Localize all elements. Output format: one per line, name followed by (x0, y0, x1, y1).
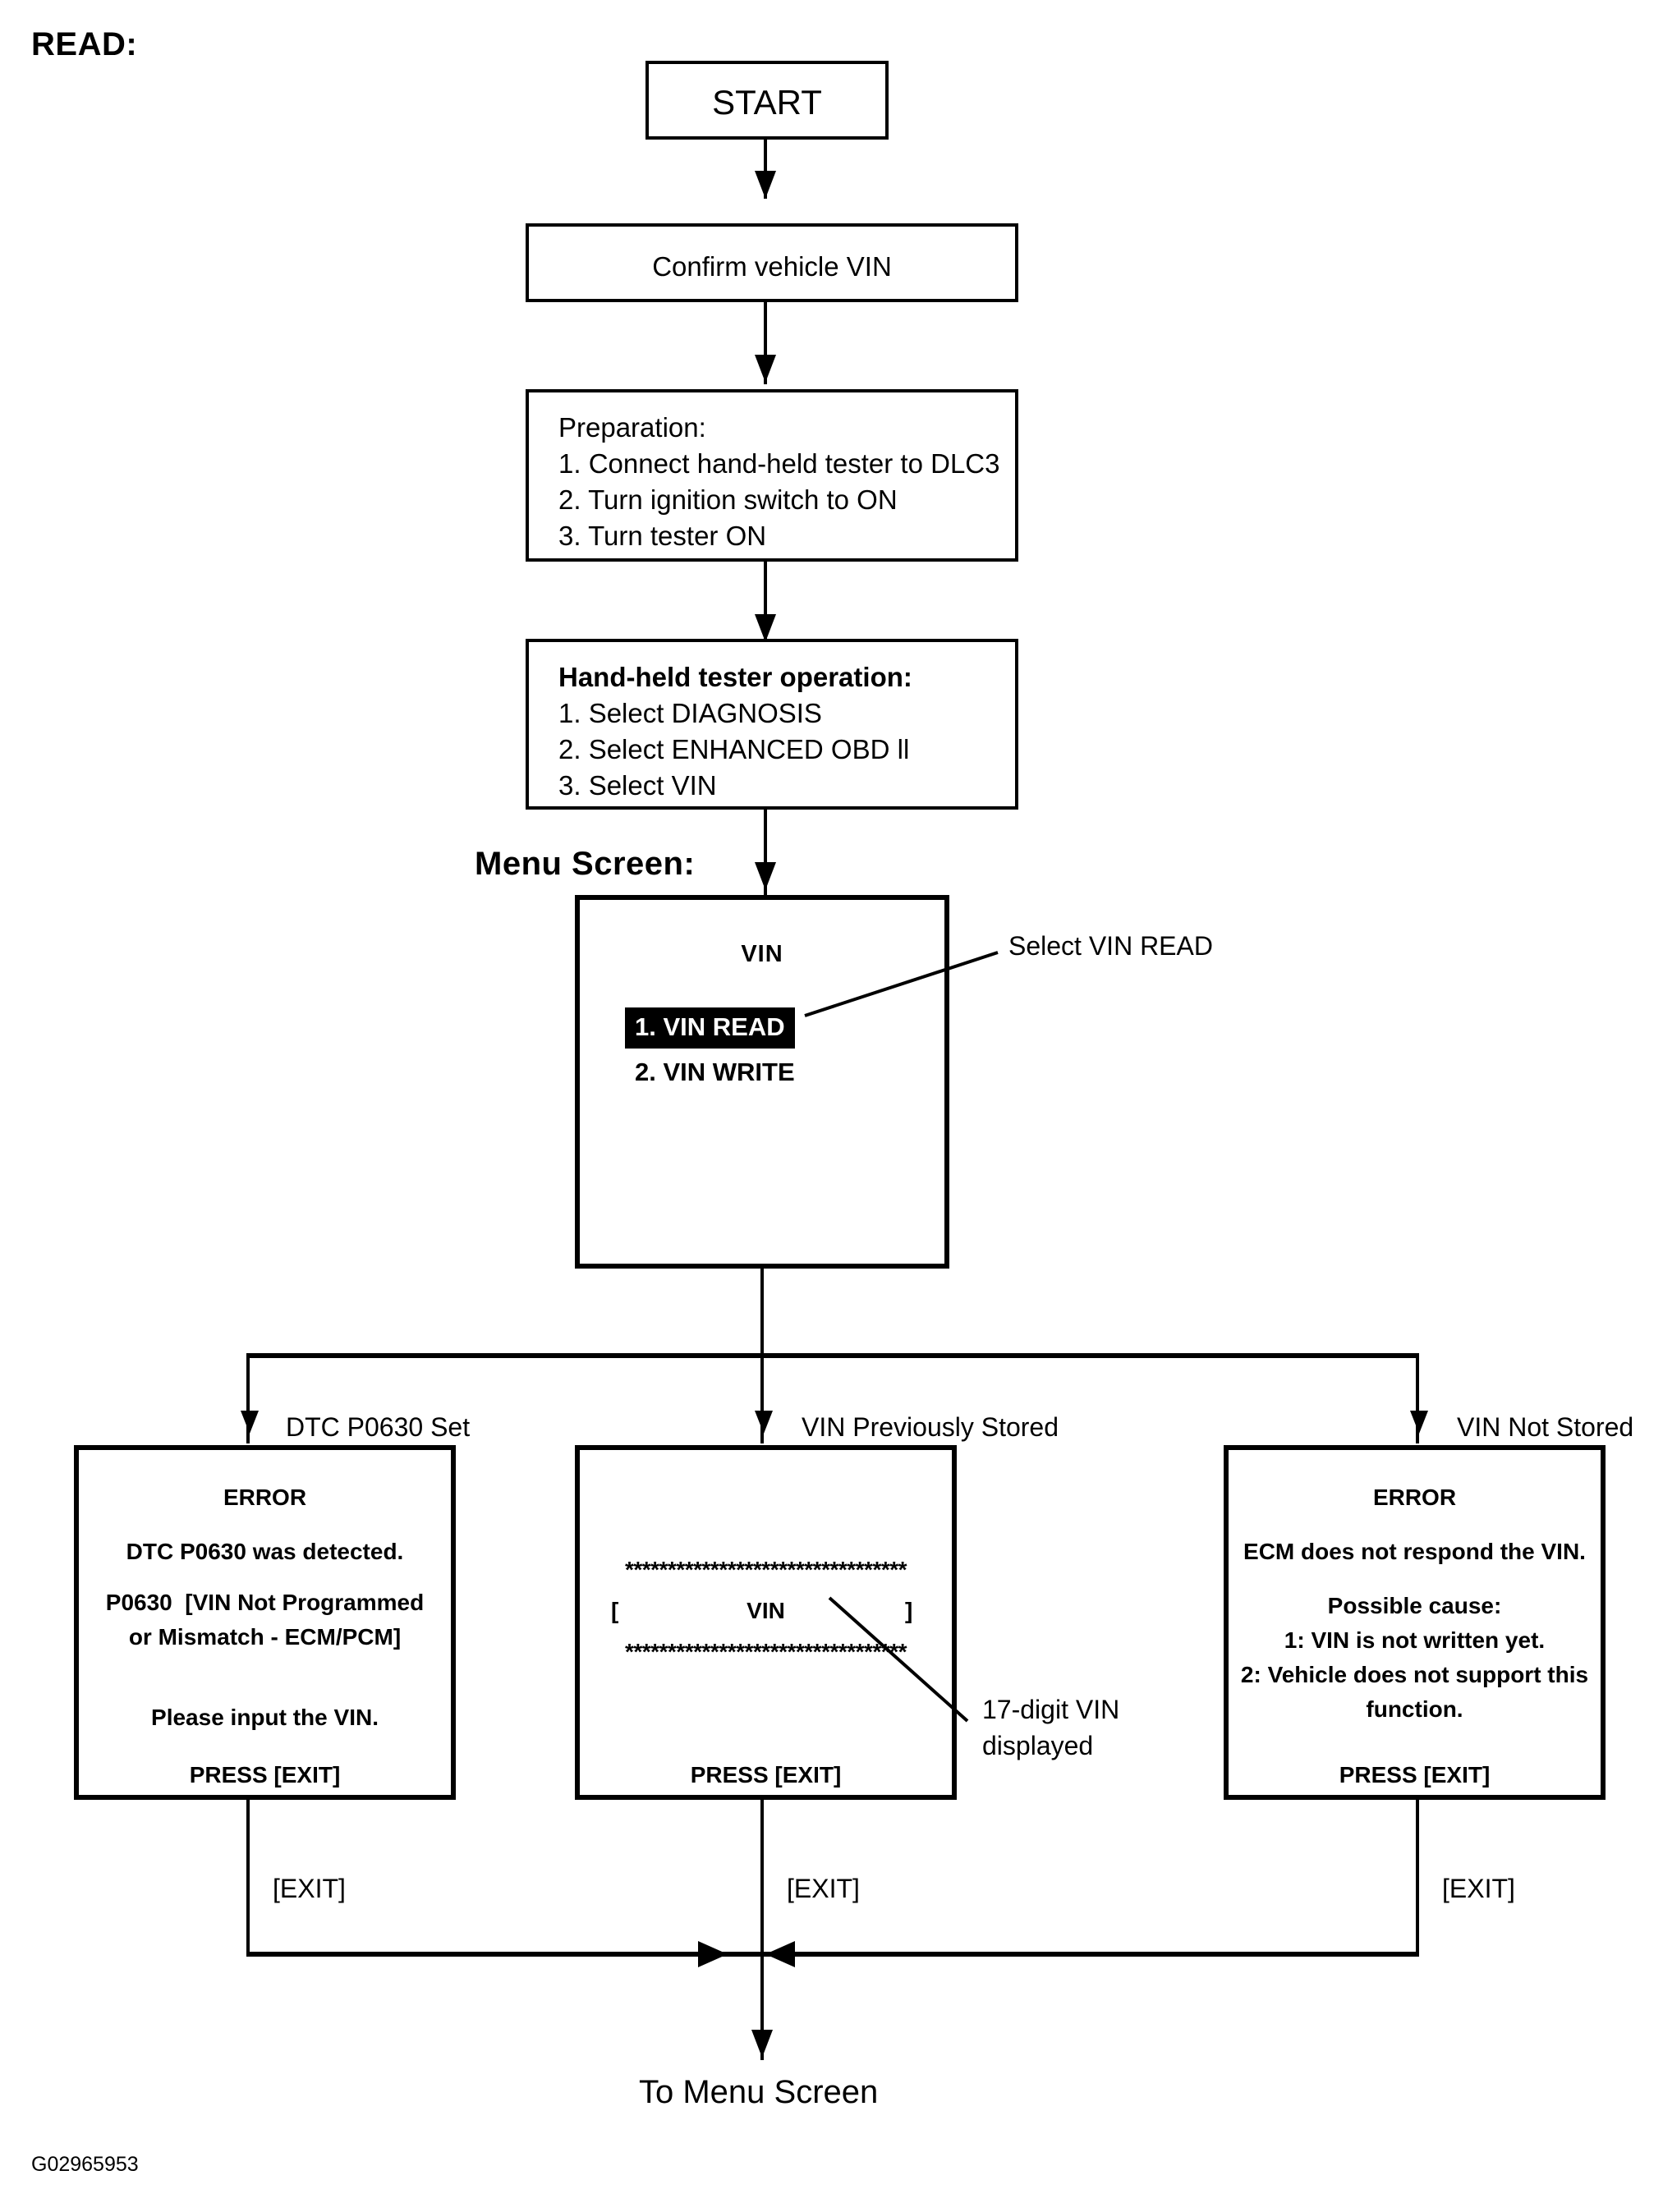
start-label: START (712, 83, 822, 122)
dtc-set-line-2: P0630 [VIN Not Programmed (105, 1590, 425, 1615)
vin-not-stored-footer: PRESS [EXIT] (1339, 1762, 1491, 1787)
dtc-set-footer: PRESS [EXIT] (189, 1762, 341, 1787)
preparation-box: Preparation: 1. Connect hand-held tester… (526, 389, 1018, 562)
vin-not-stored-title: ERROR (1372, 1485, 1457, 1510)
exit-label-middle: [EXIT] (787, 1874, 860, 1903)
vin-stored-vin-label: VIN (747, 1598, 785, 1623)
tester-operation-step-3: 3. Select VIN (558, 770, 717, 801)
tester-operation-heading: Hand-held tester operation: (558, 662, 912, 692)
arrow-head-branch-right (1410, 1411, 1428, 1434)
preparation-step-1: 1. Connect hand-held tester to DLC3 (558, 448, 1000, 479)
branch-label-dtc-p0630-set: DTC P0630 Set (286, 1412, 471, 1442)
connector-branch-right (1416, 1353, 1419, 1443)
figure-id: G02965953 (31, 2153, 139, 2176)
result-box-vin-stored: ********************************* [ VIN … (575, 1445, 957, 1800)
exit-label-left: [EXIT] (273, 1874, 346, 1903)
exit-merge-bar (246, 1952, 1419, 1957)
vin-stored-bracket-open: [ (611, 1598, 619, 1623)
preparation-step-2: 2. Turn ignition switch to ON (558, 484, 898, 515)
tester-operation-box: Hand-held tester operation: 1. Select DI… (526, 639, 1018, 810)
vin-not-stored-line-4: 2: Vehicle does not support this (1240, 1662, 1589, 1687)
branch-label-vin-previously-stored: VIN Previously Stored (802, 1412, 1059, 1442)
dtc-set-title: ERROR (223, 1485, 307, 1510)
vin-stored-footer: PRESS [EXIT] (690, 1762, 842, 1787)
vin-stored-bracket-close: ] (905, 1598, 913, 1623)
arrow-head-confirm-to-preparation (755, 355, 776, 383)
tester-operation-step-1: 1. Select DIAGNOSIS (558, 698, 822, 728)
connector-exit-left (246, 1800, 250, 1954)
exit-label-right: [EXIT] (1442, 1874, 1515, 1903)
menu-screen-box: VIN 1. VIN READ 2. VIN WRITE (575, 895, 949, 1269)
arrow-head-branch-middle (755, 1411, 773, 1434)
menu-screen-caption: Menu Screen: (475, 846, 696, 882)
connector-branch-left (246, 1353, 250, 1443)
arrow-head-merge-from-right (765, 1941, 795, 1967)
confirm-vin-label: Confirm vehicle VIN (652, 251, 892, 282)
menu-item-vin-read[interactable]: 1. VIN READ (625, 1007, 795, 1049)
arrow-head-start-to-confirm (755, 171, 776, 199)
branch-distribution-bar (246, 1353, 1419, 1358)
arrow-head-merge-from-left (698, 1941, 728, 1967)
dtc-set-line-4: Please input the VIN. (151, 1705, 379, 1730)
arrow-head-tester-to-menu (755, 862, 776, 890)
callout-17-digit-vin-line1: 17-digit VIN (982, 1695, 1120, 1724)
callout-17-digit-vin-line2: displayed (982, 1731, 1094, 1760)
connector-preparation-to-tester (764, 562, 767, 644)
menu-screen-title: VIN (741, 941, 783, 967)
result-box-dtc-set: ERROR DTC P0630 was detected. P0630 [VIN… (74, 1445, 456, 1800)
preparation-step-3: 3. Turn tester ON (558, 521, 767, 551)
page-title: READ: (31, 26, 138, 62)
vin-not-stored-line-3: 1: VIN is not written yet. (1284, 1627, 1546, 1653)
connector-branch-middle (760, 1353, 764, 1443)
arrow-head-to-menu-screen (751, 2030, 773, 2058)
vin-not-stored-line-2: Possible cause: (1327, 1593, 1502, 1618)
vin-stored-stars-top: ********************************* (624, 1557, 907, 1582)
menu-item-vin-write[interactable]: 2. VIN WRITE (635, 1058, 795, 1086)
tester-operation-step-2: 2. Select ENHANCED OBD ll (558, 734, 910, 764)
confirm-vin-box: Confirm vehicle VIN (526, 223, 1018, 302)
start-box: START (645, 61, 889, 140)
connector-start-to-confirm (764, 140, 767, 199)
vin-not-stored-line-5: function. (1366, 1696, 1463, 1722)
dtc-set-line-3: or Mismatch - ECM/PCM] (128, 1624, 402, 1650)
vin-stored-stars-bottom: ********************************* (624, 1639, 907, 1664)
preparation-heading: Preparation: (558, 412, 706, 443)
dtc-set-line-1: DTC P0630 was detected. (126, 1539, 404, 1564)
connector-exit-middle (760, 1800, 764, 1954)
connector-merge-to-menu-screen (760, 1952, 764, 2060)
arrow-head-branch-left (241, 1411, 259, 1434)
connector-menu-to-split (760, 1269, 764, 1355)
callout-select-vin-read: Select VIN READ (1008, 931, 1213, 961)
arrow-head-preparation-to-tester (755, 614, 776, 642)
branch-label-vin-not-stored: VIN Not Stored (1457, 1412, 1634, 1442)
to-menu-screen-label: To Menu Screen (639, 2074, 879, 2110)
connector-tester-to-menu (764, 810, 767, 895)
vin-not-stored-line-1: ECM does not respond the VIN. (1243, 1539, 1586, 1564)
connector-confirm-to-preparation (764, 302, 767, 384)
result-box-vin-not-stored: ERROR ECM does not respond the VIN. Poss… (1224, 1445, 1606, 1800)
connector-exit-right (1416, 1800, 1419, 1954)
